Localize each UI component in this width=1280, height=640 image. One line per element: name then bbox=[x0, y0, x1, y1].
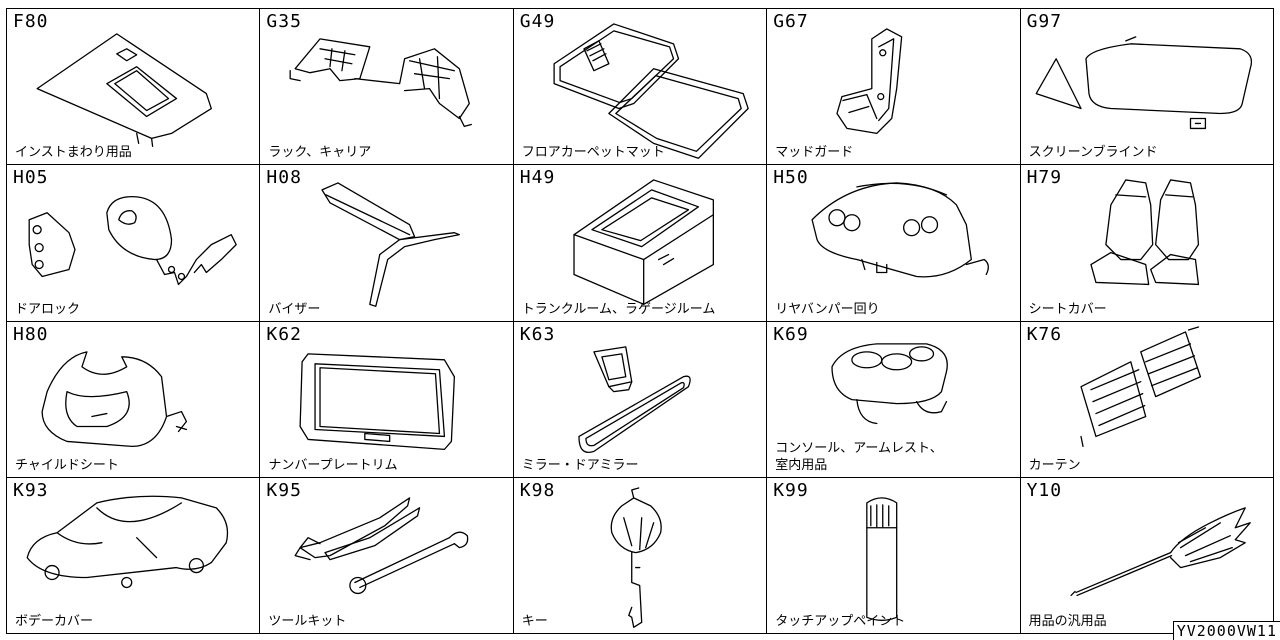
part-label: スクリーンブラインド bbox=[1028, 145, 1158, 161]
part-code: H05 bbox=[13, 167, 49, 189]
plate-rim-icon bbox=[299, 352, 456, 450]
instrument-panel-icon bbox=[36, 33, 212, 147]
trunk-box-icon bbox=[573, 179, 714, 306]
part-label: コンソール、アームレスト、 室内用品 bbox=[775, 440, 943, 473]
floor-mat-icon bbox=[553, 23, 749, 159]
part-code: K95 bbox=[266, 479, 302, 501]
part-code: F80 bbox=[13, 11, 49, 32]
part-cell-k62[interactable]: K62 ナンバープレートリム bbox=[260, 321, 514, 478]
part-label: バイザー bbox=[268, 301, 321, 317]
part-label: ラック、キャリア bbox=[268, 145, 372, 161]
part-cell-h50[interactable]: H50 リヤバンパー回り bbox=[767, 165, 1021, 322]
part-cell-h49[interactable]: H49 トランクルーム、ラゲージルーム bbox=[513, 165, 768, 322]
part-cell-h08[interactable]: H08 バイザー bbox=[260, 165, 514, 322]
part-label: マッドガード bbox=[775, 145, 854, 161]
part-cell-k76[interactable]: K76 カーテン bbox=[1020, 321, 1274, 478]
rear-bumper-icon bbox=[811, 182, 990, 278]
part-label: 用品の汎用品 bbox=[1028, 614, 1107, 629]
part-cell-k99[interactable]: K99 タッチアップペイント bbox=[767, 477, 1021, 634]
curtain-icon bbox=[1079, 325, 1201, 447]
roof-rack-icon bbox=[289, 38, 473, 128]
part-label: ボデーカバー bbox=[15, 614, 94, 629]
part-code: Y10 bbox=[1026, 479, 1063, 501]
console-icon bbox=[831, 342, 949, 424]
part-code: K93 bbox=[13, 479, 49, 501]
mirror-icon bbox=[578, 345, 691, 453]
visor-icon bbox=[321, 182, 461, 308]
part-cell-h79[interactable]: H79 シートカバー bbox=[1020, 165, 1274, 322]
part-code: H08 bbox=[266, 167, 302, 189]
screen-blind-icon bbox=[1035, 36, 1252, 130]
part-cell-k98[interactable]: K98 キー bbox=[513, 477, 768, 634]
part-label: ミラー・ドアミラー bbox=[521, 457, 639, 473]
part-cell-y10[interactable]: Y10 用品の汎用品 bbox=[1020, 477, 1274, 634]
part-code: G35 bbox=[266, 11, 302, 32]
key-icon bbox=[610, 487, 662, 628]
part-cell-k63[interactable]: K63 ミラー・ドアミラー bbox=[513, 321, 768, 478]
part-code: H80 bbox=[13, 323, 49, 345]
part-cell-g35[interactable]: G35 ラック、キャリア bbox=[260, 9, 514, 166]
body-cover-icon bbox=[26, 495, 229, 588]
part-label: タッチアップペイント bbox=[775, 614, 906, 629]
part-code: K69 bbox=[773, 323, 809, 345]
touch-up-paint-icon bbox=[866, 497, 898, 621]
drawing-code: YV2000VW11 bbox=[1172, 621, 1280, 640]
part-code: K98 bbox=[519, 479, 556, 501]
part-label: キー bbox=[521, 614, 548, 629]
part-cell-k69[interactable]: K69 コンソール、アームレスト、 室内用品 bbox=[767, 321, 1021, 478]
part-cell-k93[interactable]: K93 ボデーカバー bbox=[7, 477, 261, 634]
part-code: K62 bbox=[266, 323, 302, 345]
part-code: H49 bbox=[519, 167, 556, 189]
part-cell-g67[interactable]: G67 マッドガード bbox=[767, 9, 1021, 166]
part-label: チャイルドシート bbox=[15, 457, 119, 473]
part-code: H79 bbox=[1026, 167, 1063, 189]
child-seat-icon bbox=[41, 350, 188, 447]
part-label: トランクルーム、ラゲージルーム bbox=[521, 301, 716, 317]
parts-grid: F80 インストまわり用品 G35 ラック、キャリア G49 フロアカーペットマット G67… bbox=[6, 8, 1274, 634]
part-cell-h80[interactable]: H80 チャイルドシート bbox=[7, 321, 261, 478]
part-code: K99 bbox=[773, 479, 809, 501]
part-label: ツールキット bbox=[268, 614, 347, 629]
part-code: K76 bbox=[1026, 323, 1063, 345]
seat-cover-icon bbox=[1089, 179, 1199, 286]
part-label: フロアカーペットマット bbox=[521, 145, 665, 161]
part-cell-g49[interactable]: G49 フロアカーペットマット bbox=[513, 9, 768, 166]
part-label: インストまわり用品 bbox=[15, 145, 132, 161]
part-label: カーテン bbox=[1028, 457, 1081, 473]
part-code: G67 bbox=[773, 11, 809, 32]
mud-guard-icon bbox=[836, 28, 903, 135]
part-cell-f80[interactable]: F80 インストまわり用品 bbox=[7, 9, 261, 166]
part-code: K63 bbox=[519, 323, 556, 345]
door-lock-icon bbox=[28, 196, 237, 286]
part-label: ドアロック bbox=[15, 301, 81, 317]
part-code: G49 bbox=[519, 11, 556, 32]
part-code: H50 bbox=[773, 167, 809, 189]
part-cell-k95[interactable]: K95 ツールキット bbox=[260, 477, 514, 634]
part-cell-h05[interactable]: H05 ドアロック bbox=[7, 165, 261, 322]
part-label: ナンバープレートリム bbox=[268, 457, 398, 473]
tool-kit-icon bbox=[294, 497, 469, 594]
part-cell-g97[interactable]: G97 スクリーンブラインド bbox=[1020, 9, 1274, 166]
part-label: リヤバンパー回り bbox=[775, 301, 880, 317]
duster-icon bbox=[1070, 506, 1251, 596]
part-label: シートカバー bbox=[1028, 301, 1107, 317]
part-code: G97 bbox=[1026, 11, 1063, 32]
